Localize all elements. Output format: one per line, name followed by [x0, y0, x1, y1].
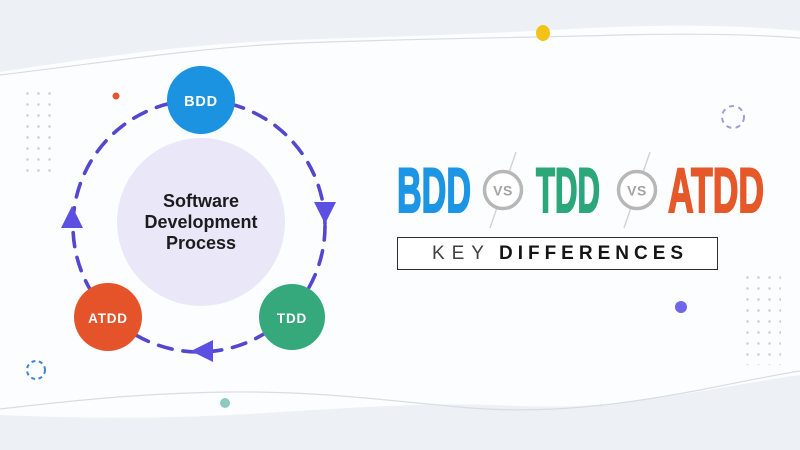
node-tdd-circle [259, 284, 325, 350]
vs-badge-2-ring-icon [616, 169, 658, 211]
cycle-arrow-left-up-icon [61, 206, 83, 228]
dot-grid-right [741, 271, 781, 365]
vs-badge-1-ring-icon [482, 169, 524, 211]
title-bdd: BDD [397, 156, 471, 226]
center-label-line3: Process [166, 233, 236, 253]
dashed-circle-bottom-left-icon [26, 360, 46, 380]
dot-grid-left [21, 87, 57, 175]
title-atdd: ATDD [668, 156, 764, 226]
teal-dot [220, 398, 230, 408]
cycle-dashed-ring [71, 98, 327, 354]
center-circle [117, 138, 285, 306]
subtitle-key: KEY [431, 242, 491, 264]
node-bdd-label: BDD [184, 94, 218, 110]
vs-badge-1-label: VS [493, 183, 513, 199]
bottom-wave-line [0, 370, 800, 411]
subtitle-box: KEY DIFFERENCES [397, 237, 718, 270]
purple-dot [675, 301, 687, 313]
bottom-wave-band [0, 375, 800, 450]
node-tdd-label: TDD [277, 311, 307, 326]
center-label-line1: Software [163, 191, 239, 211]
dashed-circle-top-right-icon [721, 105, 745, 129]
top-wave-line [0, 33, 800, 76]
sdlc-cycle-diagram: Software Development Process BDD TDD ATD… [61, 66, 336, 362]
center-label-line2: Development [144, 212, 257, 232]
yellow-dot [536, 25, 550, 41]
cycle-arrow-bottom-left-icon [191, 340, 213, 362]
node-atdd-circle [74, 283, 142, 351]
title-lockup: BDD VS TDD VS ATDD [396, 151, 765, 229]
cycle-arrow-right-down-icon [314, 202, 336, 224]
subtitle-differences: DIFFERENCES [498, 242, 689, 264]
node-bdd-circle [167, 66, 235, 134]
orange-dot [112, 92, 120, 100]
node-atdd-label: ATDD [88, 311, 128, 326]
title-tdd: TDD [536, 156, 600, 226]
top-wave-band [0, 0, 800, 72]
vs-badge-2-label: VS [627, 183, 647, 199]
